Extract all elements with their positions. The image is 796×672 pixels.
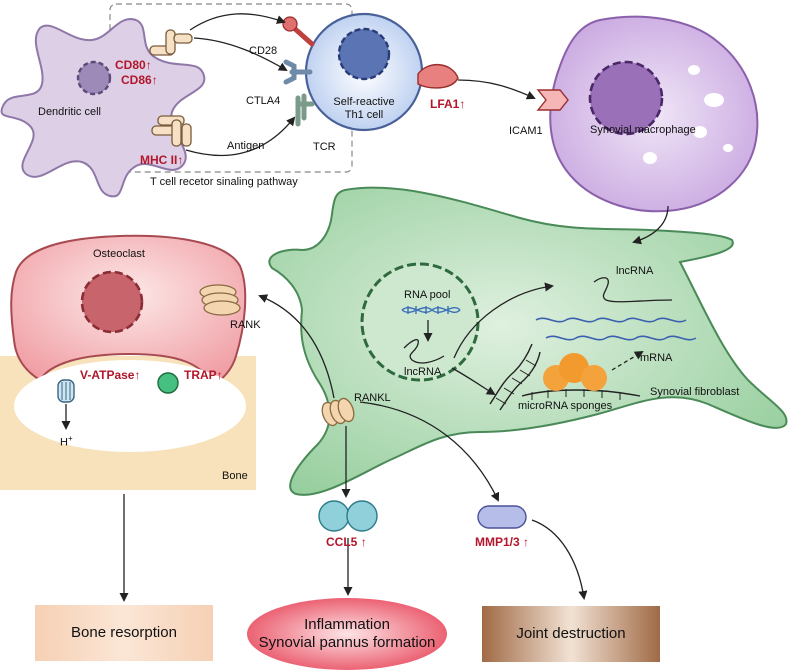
label-mmp13: MMP1/3 ↑ — [475, 536, 529, 549]
outcome-inflammation: Inflammation Synovial pannus formation — [247, 606, 447, 662]
mirna-to-mrna-arrow — [611, 350, 644, 371]
dna-helix — [401, 306, 461, 314]
outcome-bone-resorption: Bone resorption — [71, 624, 177, 641]
v-atpase-pump — [57, 379, 75, 403]
arrow-cd80-to-cd28 — [189, 13, 286, 31]
cd80-cd86-receptor — [149, 29, 193, 56]
mhc-up-arrow: ↑ — [177, 153, 184, 167]
arrow-rankl-to-rank — [258, 294, 335, 399]
th1-cell — [304, 12, 424, 132]
joint-destruction-box — [482, 606, 660, 662]
arrow-lncrna-to-cytoplasm — [453, 282, 554, 359]
arrow-lncrna-to-sponge — [451, 367, 496, 396]
cd80-up-arrow: ↑ — [145, 58, 152, 72]
outcome-inflammation-line1: Inflammation — [304, 616, 390, 633]
label-tcr-pathway: T cell recetor sinaling pathway — [150, 176, 298, 188]
label-rna-pool: RNA pool — [404, 289, 451, 301]
label-cd86: CD86↑ — [121, 74, 158, 87]
dendritic-cell — [0, 18, 206, 198]
icam1-receptor — [536, 89, 569, 111]
label-osteoclast: Osteoclast — [93, 248, 145, 260]
inflammation-ellipse — [247, 598, 447, 670]
nuclear-lncrna — [403, 339, 445, 364]
label-mrna: mRNA — [640, 352, 673, 364]
label-ccl5-text: CCL5 — [326, 535, 358, 549]
label-lfa1: LFA1↑ — [430, 98, 465, 111]
osteoclast-cell — [10, 234, 247, 386]
th1-nucleus — [337, 27, 391, 81]
label-lncrna-cytoplasm: lncRNA — [616, 265, 654, 277]
label-ctla4: CTLA4 — [246, 95, 281, 107]
label-synovial-macrophage: Synovial macrophage — [590, 124, 696, 136]
arrow-cd86-to-ctla4 — [193, 37, 288, 72]
lfa1-up-arrow: ↑ — [459, 97, 466, 111]
cd86-up-arrow: ↑ — [151, 73, 158, 87]
label-dendritic-cell: Dendritic cell — [38, 106, 101, 118]
outcome-inflammation-line2: Synovial pannus formation — [258, 634, 436, 651]
mhc-ii-receptor — [151, 115, 192, 147]
v-atpase-up-arrow: ↑ — [134, 368, 141, 382]
arrow-rankl-to-mmp — [359, 401, 500, 502]
mirna-protein-right — [581, 365, 607, 391]
label-cd28: CD28 — [249, 45, 278, 57]
ccl5-protein — [318, 500, 378, 532]
macrophage-nucleus — [588, 60, 664, 136]
label-th1-line1: Self-reactive — [333, 96, 395, 108]
label-trap-text: TRAP — [184, 368, 217, 382]
label-trap: TRAP↑ — [184, 369, 223, 382]
label-icam1: ICAM1 — [509, 125, 543, 137]
label-proton: H+ — [60, 432, 73, 450]
label-mhc-ii-text: MHC II — [140, 153, 178, 167]
label-rankl: RANKL — [354, 392, 391, 404]
trap-enzyme — [157, 372, 179, 394]
label-lfa1-text: LFA1 — [430, 97, 460, 111]
label-th1-line2: Th1 cell — [344, 109, 384, 121]
label-cd80: CD80↑ — [115, 59, 152, 72]
outcome-joint-destruction: Joint destruction — [516, 625, 626, 642]
label-v-atpase: V-ATPase↑ — [80, 369, 140, 382]
synovial-macrophage-cell — [549, 15, 759, 213]
label-th1-cell: Self-reactive Th1 cell — [324, 96, 404, 122]
label-proton-h: H — [60, 436, 68, 449]
ccl5-up-arrow: ↑ — [360, 535, 367, 549]
label-rank: RANK — [230, 319, 261, 331]
bone-resorption-box — [35, 605, 213, 661]
tcr-receptor — [295, 93, 315, 127]
label-lncrna-nucleus: lncRNA — [404, 366, 442, 378]
mrna-strands — [535, 317, 697, 341]
synovial-fibroblast-cell — [268, 186, 788, 496]
rank-receptor — [199, 284, 241, 316]
trap-up-arrow: ↑ — [216, 368, 223, 382]
label-tcr: TCR — [313, 141, 336, 153]
arrow-mhc-to-tcr — [185, 116, 296, 157]
lfa1-receptor — [417, 64, 459, 89]
arrow-macrophage-to-fibroblast — [632, 205, 669, 245]
label-mhc-ii: MHC II↑ — [140, 154, 183, 167]
ctla4-receptor — [283, 59, 313, 85]
cd28-receptor — [282, 16, 315, 47]
label-antigen: Antigen — [227, 140, 265, 152]
label-microrna-sponges: microRNA sponges — [518, 400, 613, 412]
rankl-ligand — [321, 397, 355, 427]
label-cd80-text: CD80 — [115, 58, 146, 72]
label-bone: Bone — [222, 470, 248, 482]
label-v-atpase-text: V-ATPase — [80, 368, 135, 382]
cytoplasmic-lncrna — [593, 277, 673, 303]
osteoclast-nucleus — [80, 270, 144, 334]
label-cd86-text: CD86 — [121, 73, 152, 87]
label-proton-charge: + — [67, 434, 73, 443]
arrow-lfa1-to-icam1 — [457, 79, 536, 100]
microrna-sponge-complex — [489, 343, 641, 411]
label-synovial-fibroblast: Synovial fibroblast — [650, 386, 740, 398]
label-mmp13-text: MMP1/3 — [475, 535, 520, 549]
label-ccl5: CCL5 ↑ — [326, 536, 367, 549]
arrow-mmp-to-joint — [531, 519, 588, 600]
mmp13-up-arrow: ↑ — [523, 535, 530, 549]
mmp-protein — [477, 505, 527, 529]
dendritic-nucleus — [76, 60, 112, 96]
